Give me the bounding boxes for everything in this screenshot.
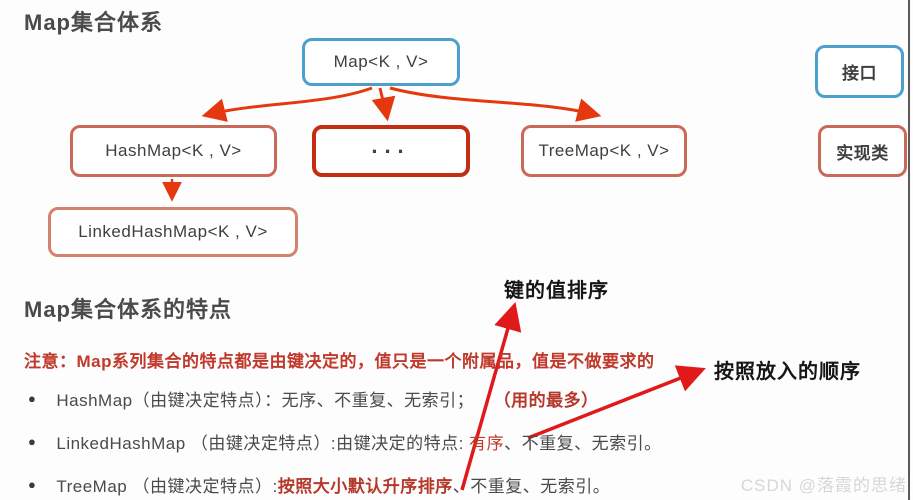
note-text: 注意：Map系列集合的特点都是由键决定的，值只是一个附属品，值是不做要求的: [24, 352, 655, 371]
node-hashmap-label: HashMap<K , V>: [105, 141, 242, 160]
bullet-dot-icon: ●: [28, 477, 37, 492]
watermark: CSDN @落霞的思绪: [740, 476, 907, 495]
node-linkedhashmap: LinkedHashMap<K , V>: [48, 207, 298, 257]
node-other-implementations: ...: [312, 125, 470, 177]
legend-interface-label: 接口: [842, 64, 877, 83]
annotation-insertion-order: 按照放入的顺序: [714, 361, 861, 383]
ellipsis-label: ...: [371, 133, 411, 158]
bullet-hashmap-highlight: （用的最多）: [502, 391, 599, 410]
node-treemap-label: TreeMap<K , V>: [538, 141, 670, 160]
bullet-linkedhashmap-text: LinkedHashMap （由键决定特点）:由键决定的特点: 有序、不重复、无…: [56, 434, 662, 453]
legend-implementation-class: 实现类: [818, 125, 907, 177]
legend-interface: 接口: [815, 45, 904, 98]
features-heading: Map集合体系的特点: [24, 297, 233, 322]
bullet-hashmap-text: HashMap（由键决定特点）：无序、不重复、无索引；（用的最多）: [56, 391, 599, 410]
bullet-dot-icon: ●: [28, 434, 37, 449]
node-map-label: Map<K , V>: [333, 52, 429, 71]
window-edge-divider: [908, 0, 910, 500]
arrow-map-to-treemap-icon: [389, 86, 602, 122]
legend-implementation-label: 实现类: [836, 143, 889, 163]
annotation-key-value-sort: 键的值排序: [504, 280, 609, 302]
node-map-interface: Map<K , V>: [302, 38, 460, 86]
bullet-hashmap: ● HashMap（由键决定特点）：无序、不重复、无索引；（用的最多）: [28, 386, 599, 411]
arrow-map-to-hashmap-icon: [201, 86, 373, 122]
bullet-linkedhashmap-highlight: 有序: [469, 434, 505, 453]
bullet-treemap-text: TreeMap （由键决定特点）:按照大小默认升序排序、不重复、无索引。: [56, 477, 611, 496]
bullet-treemap-highlight: 按照大小默认升序排序: [277, 477, 453, 496]
bullet-dot-icon: ●: [28, 391, 37, 406]
arrow-map-to-dots-icon: [371, 87, 396, 122]
node-hashmap: HashMap<K , V>: [70, 125, 277, 177]
page-title: Map集合体系: [24, 10, 164, 35]
node-treemap: TreeMap<K , V>: [521, 125, 687, 177]
bullet-linkedhashmap: ● LinkedHashMap （由键决定特点）:由键决定的特点: 有序、不重复…: [28, 429, 662, 454]
node-linkedhashmap-label: LinkedHashMap<K , V>: [78, 222, 268, 241]
bullet-treemap: ● TreeMap （由键决定特点）:按照大小默认升序排序、不重复、无索引。: [28, 472, 610, 497]
